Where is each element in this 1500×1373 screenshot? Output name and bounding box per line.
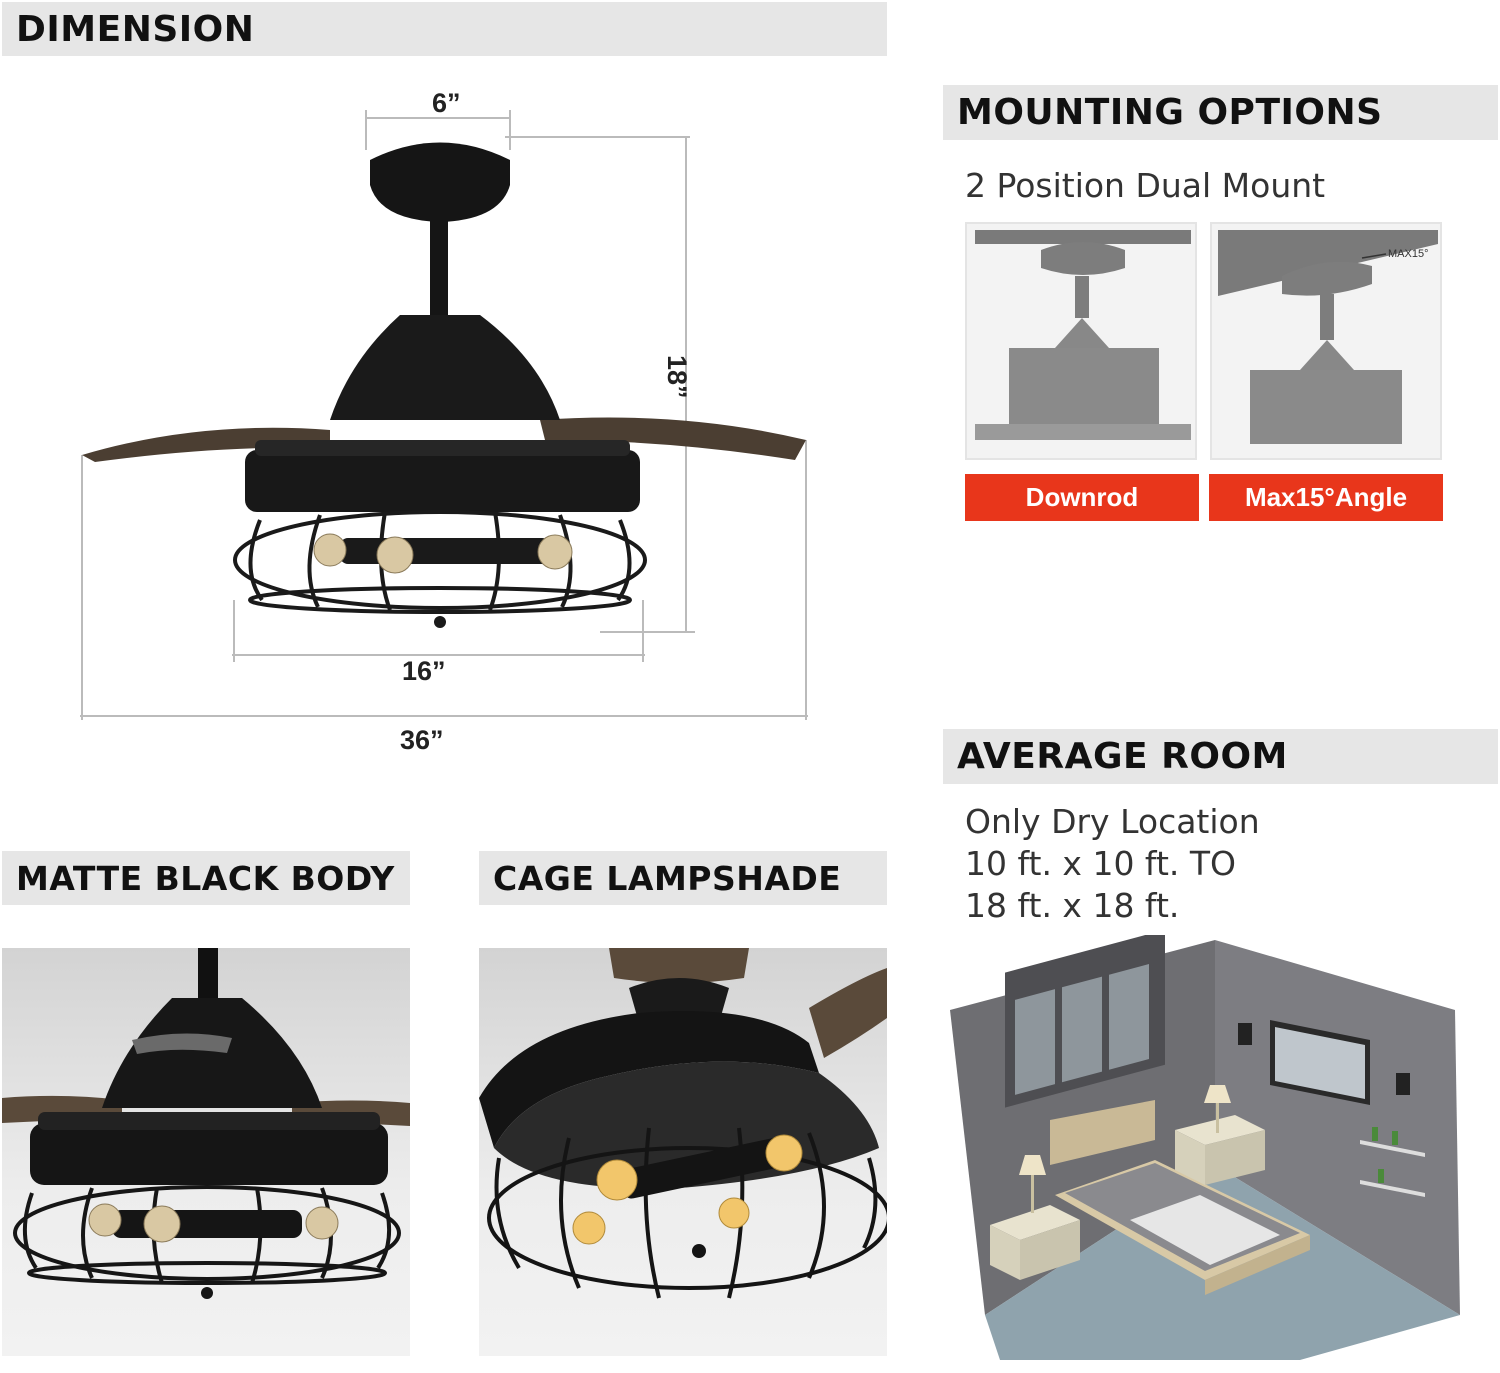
room-title: AVERAGE ROOM (957, 736, 1288, 777)
dimension-cage-width: 16” (402, 656, 446, 686)
angle-tag: MAX15° (1388, 248, 1429, 260)
downrod-mount-image (965, 222, 1197, 460)
room-illustration (950, 935, 1460, 1360)
mounting-subtitle: 2 Position Dual Mount (965, 166, 1326, 205)
dimension-blade-span: 36” (400, 725, 444, 755)
cage-lampshade-image (479, 948, 887, 1356)
mounting-title: MOUNTING OPTIONS (957, 92, 1383, 133)
mounting-header: MOUNTING OPTIONS (943, 85, 1498, 140)
angle-label: Max15°Angle (1209, 474, 1443, 521)
dimension-top-width: 6” (432, 88, 461, 118)
dimension-title: DIMENSION (16, 8, 255, 50)
dimension-header: DIMENSION (2, 2, 887, 56)
room-line-1: Only Dry Location (965, 802, 1260, 841)
body-header: MATTE BLACK BODY (2, 851, 410, 905)
downrod-label: Downrod (965, 474, 1199, 521)
room-line-3: 18 ft. x 18 ft. (965, 886, 1180, 925)
matte-black-body-image (2, 948, 410, 1356)
room-line-2: 10 ft. x 10 ft. TO (965, 844, 1237, 883)
room-header: AVERAGE ROOM (943, 729, 1498, 784)
body-title: MATTE BLACK BODY (16, 858, 395, 898)
cage-header: CAGE LAMPSHADE (479, 851, 887, 905)
fan-dimension-drawing (80, 110, 808, 720)
dimension-height: 18” (662, 355, 692, 399)
cage-title: CAGE LAMPSHADE (493, 858, 842, 898)
angle-mount-image: MAX15° (1210, 222, 1442, 460)
